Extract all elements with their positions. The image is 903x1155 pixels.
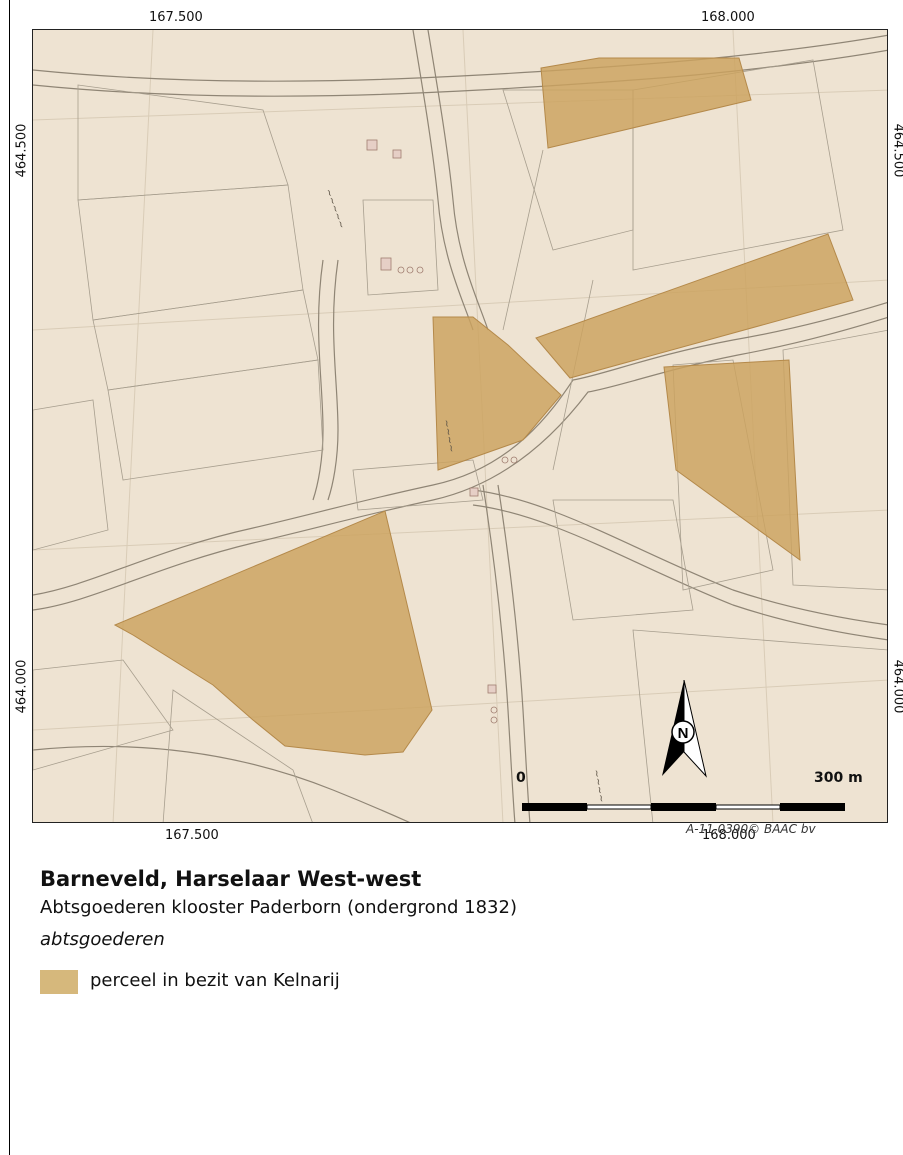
scale-segment-3 <box>651 803 716 811</box>
buildings <box>366 139 497 694</box>
parcel-southwest[interactable] <box>113 510 433 756</box>
map-title: Barneveld, Harselaar West-west <box>40 867 422 891</box>
parcel-east-quad[interactable] <box>663 359 801 562</box>
y-tick-left-1: 464.500 <box>14 123 30 178</box>
scale-segment-4 <box>715 804 781 810</box>
north-label: N <box>678 725 689 742</box>
page-frame-line <box>9 0 10 1155</box>
kelnarij-parcels[interactable] <box>113 57 854 756</box>
x-tick-top-1: 167.500 <box>149 10 203 25</box>
circle-markers <box>397 266 518 724</box>
map-canvas: ~~~~~ ~~~~ ~~~~ <box>33 30 887 822</box>
scale-segment-5 <box>780 803 845 811</box>
north-arrow-light-half <box>683 679 707 778</box>
legend-section-heading: abtsgoederen <box>40 929 165 950</box>
y-tick-left-2: 464.000 <box>14 659 30 714</box>
parcel-east-strip[interactable] <box>535 233 854 379</box>
legend-label-kelnarij: perceel in bezit van Kelnarij <box>90 970 340 991</box>
scale-zero-label: 0 <box>516 770 526 786</box>
scale-max-label: 300 m <box>814 770 863 786</box>
y-tick-right-1: 464.500 <box>890 123 903 178</box>
parcel-north[interactable] <box>540 57 752 149</box>
y-tick-right-2: 464.000 <box>890 659 903 714</box>
x-tick-top-2: 168.000 <box>701 10 755 25</box>
north-arrow-icon: N <box>652 679 716 784</box>
north-arrow-circle <box>671 720 695 744</box>
map-subtitle: Abtsgoederen klooster Paderborn (ondergr… <box>40 897 517 918</box>
scale-bar <box>522 798 846 817</box>
scale-segment-2 <box>586 804 652 810</box>
scale-segment-1 <box>522 803 587 811</box>
historical-map[interactable]: ~~~~~ ~~~~ ~~~~ <box>32 29 888 823</box>
legend-swatch-kelnarij <box>40 970 78 994</box>
x-tick-bottom-1: 167.500 <box>165 828 219 843</box>
parcel-central-triangle[interactable] <box>432 316 562 471</box>
x-tick-bottom-2: 168.000 <box>702 828 756 843</box>
credit-text: A-11.0390© BAAC bv <box>686 822 816 836</box>
